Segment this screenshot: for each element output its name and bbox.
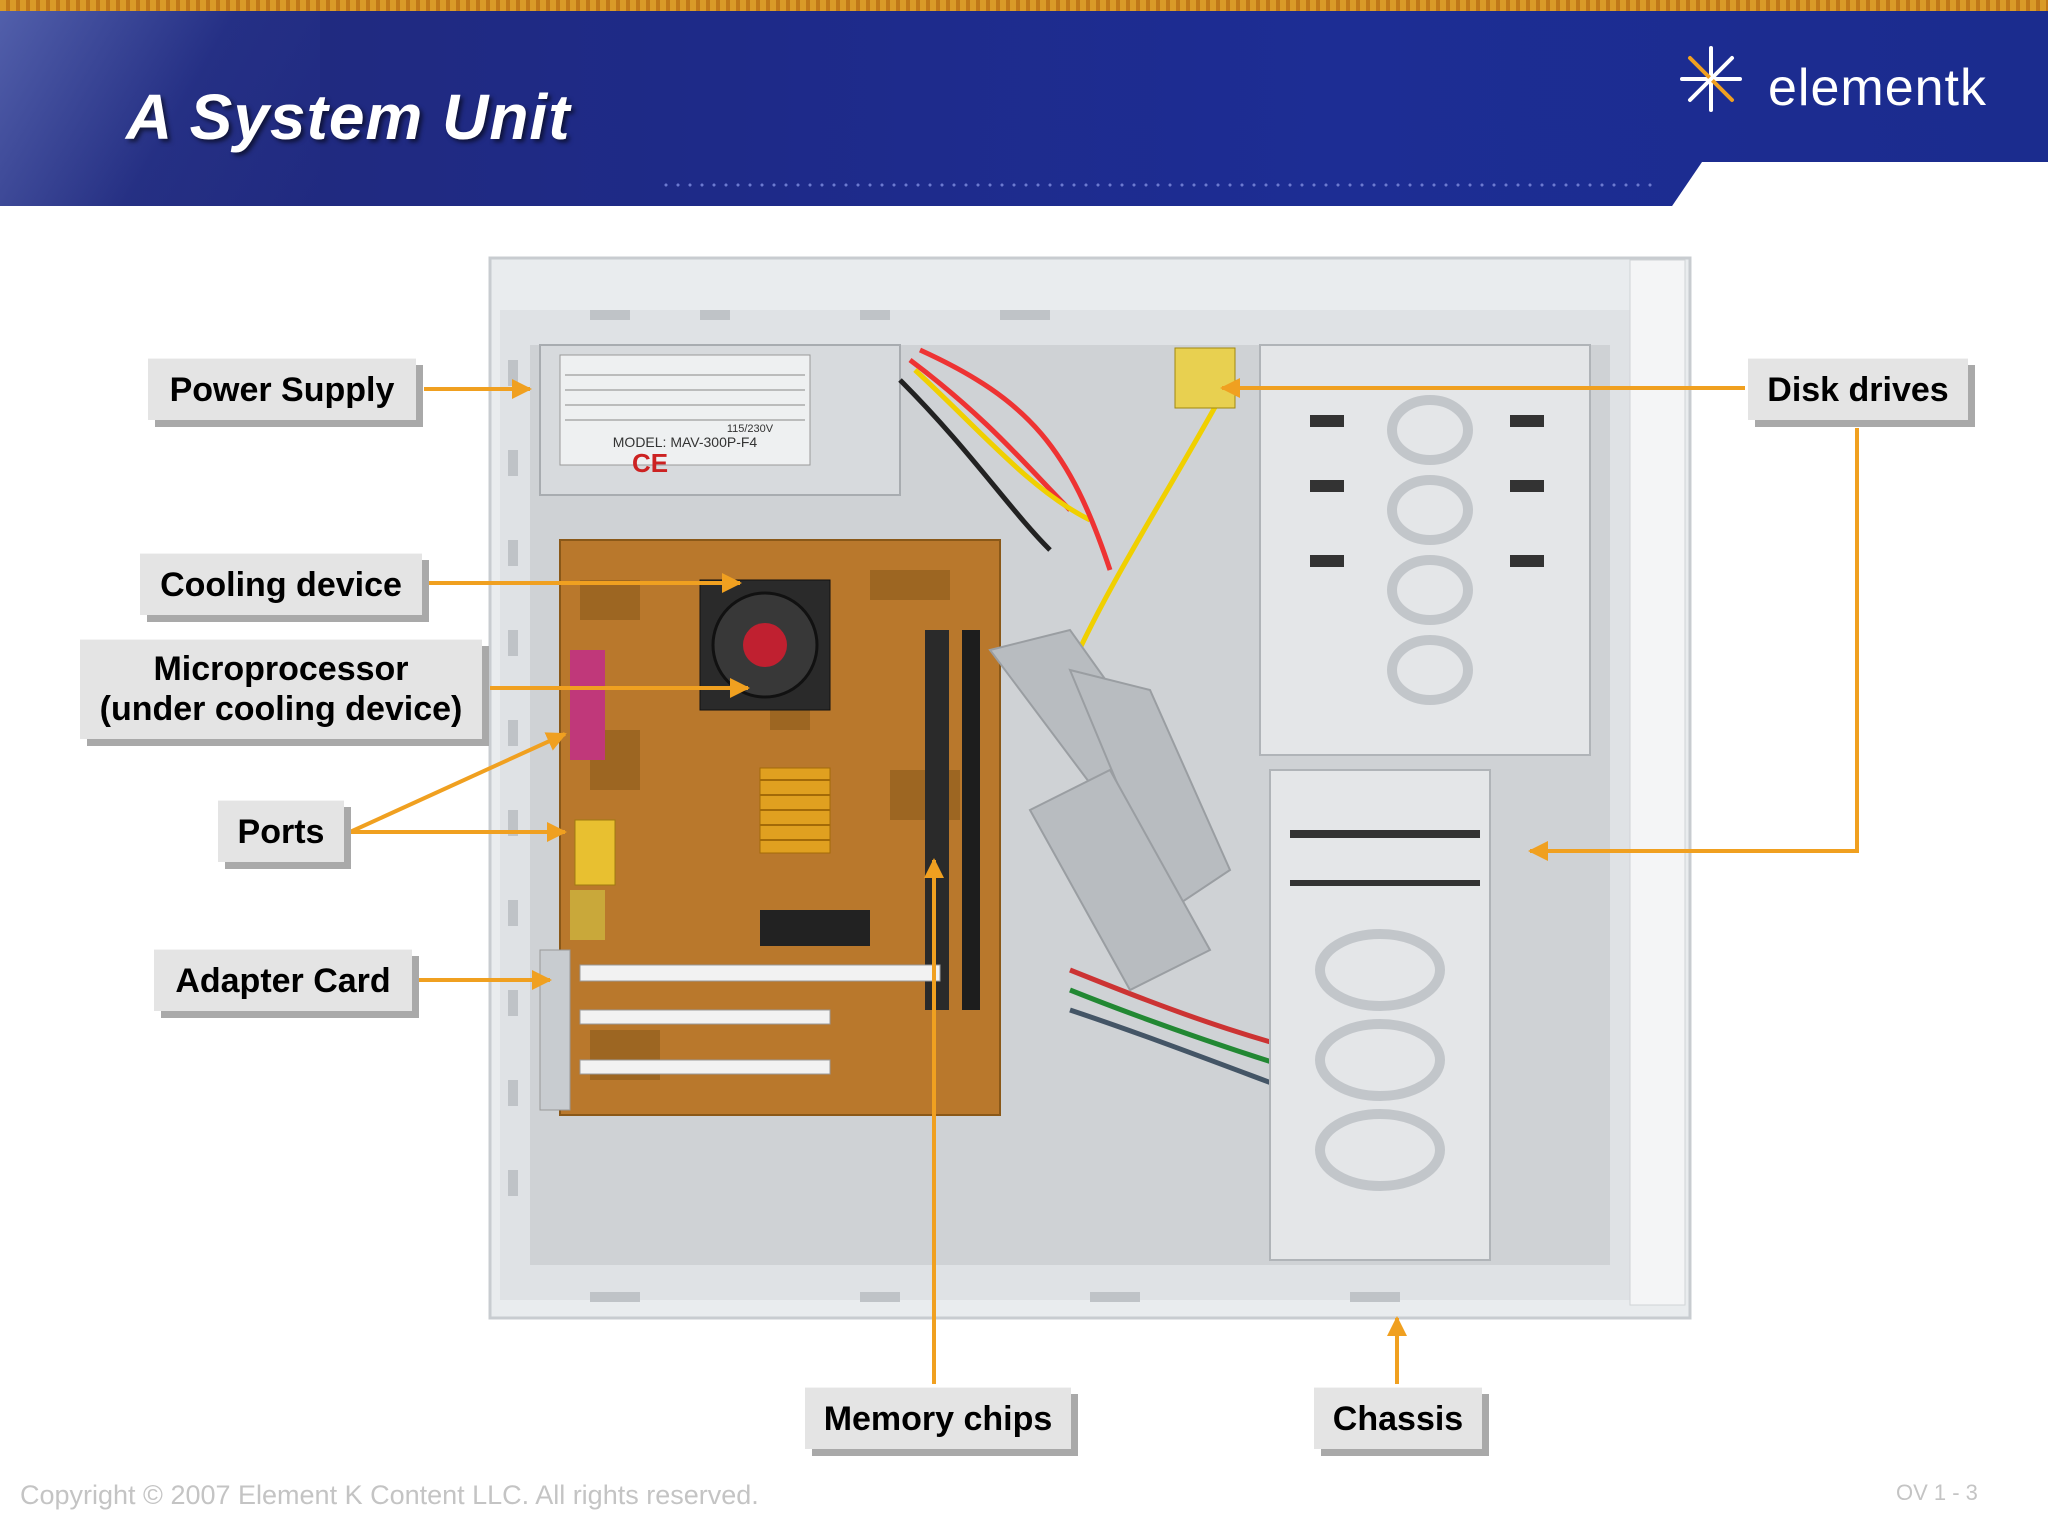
- callout-microprocessor: Microprocessor (under cooling device): [80, 639, 482, 739]
- motherboard: [539, 539, 1001, 1116]
- callout-label: Power Supply: [169, 371, 395, 409]
- rear-ports: [570, 650, 616, 940]
- header-accent-stripe: [0, 0, 2048, 11]
- header-banner: A System Unit elementk: [0, 0, 2048, 212]
- callout-memory-chips: Memory chips: [805, 1387, 1071, 1449]
- callout-label: Adapter Card: [175, 962, 391, 1000]
- starburst-logo-icon: [1680, 46, 1742, 112]
- callout-adapter-card: Adapter Card: [154, 949, 412, 1011]
- callout-cooling-device: Cooling device: [140, 553, 422, 615]
- copyright-notice: Copyright © 2007 Element K Content LLC. …: [20, 1480, 759, 1510]
- drive-power-connector: [1174, 347, 1236, 409]
- callout-label: Ports: [237, 813, 325, 851]
- svg-text:CE: CE: [632, 448, 668, 478]
- header-dotted-line: [660, 183, 1660, 187]
- front-bezel: [1629, 259, 1686, 1306]
- callout-ports: Ports: [218, 800, 344, 862]
- callout-label: Disk drives: [1767, 371, 1949, 409]
- power-supply-unit: MODEL: MAV-300P-F4 115/230V CE: [539, 344, 901, 496]
- system-unit-photo: MODEL: MAV-300P-F4 115/230V CE: [488, 256, 1692, 1320]
- callout-power-supply: Power Supply: [148, 358, 416, 420]
- callout-label-line1: Microprocessor: [153, 650, 409, 688]
- callout-chassis: Chassis: [1314, 1387, 1482, 1449]
- callout-label: Memory chips: [823, 1400, 1053, 1438]
- page-number: OV 1 - 3: [1896, 1480, 1978, 1505]
- logo-wordmark: elementk: [1768, 59, 1987, 117]
- svg-text:MODEL: MAV-300P-F4: MODEL: MAV-300P-F4: [613, 434, 758, 450]
- header-decoration: [0, 11, 320, 206]
- header-corner-cut: [1668, 162, 2048, 212]
- callout-label: Cooling device: [160, 566, 402, 604]
- page-title: A System Unit: [126, 81, 571, 153]
- callout-label: Chassis: [1332, 1400, 1464, 1438]
- callout-disk-drives: Disk drives: [1748, 358, 1968, 420]
- brand-logo: elementk: [1676, 40, 2016, 120]
- ribbon-cables: [988, 628, 1232, 992]
- svg-text:115/230V: 115/230V: [727, 423, 774, 435]
- callout-label-line2: (under cooling device): [99, 690, 463, 728]
